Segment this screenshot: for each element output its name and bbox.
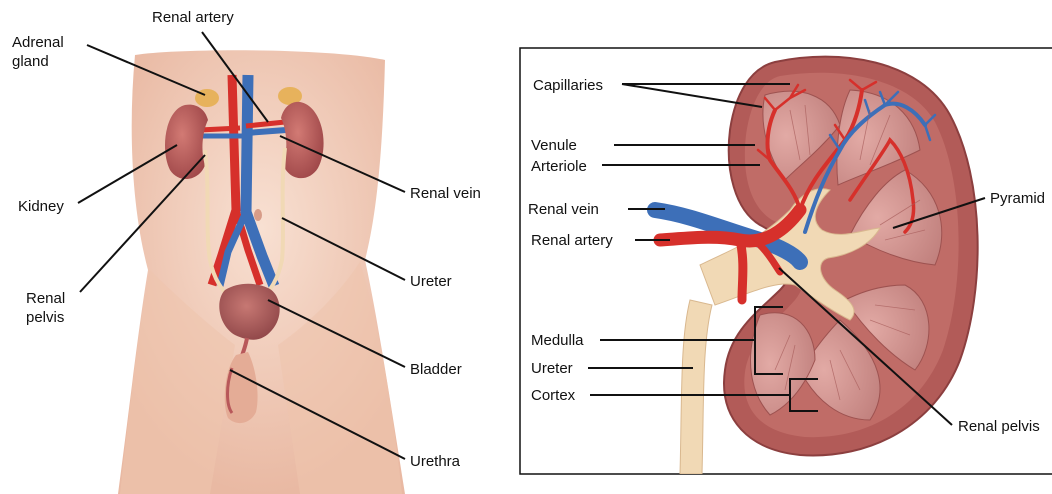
label-renal-artery-right: Renal artery — [531, 232, 613, 249]
label-urethra: Urethra — [410, 453, 461, 470]
label-renal-artery-left: Renal artery — [152, 9, 234, 26]
human-body-illustration — [118, 50, 405, 494]
label-bladder: Bladder — [410, 361, 462, 378]
label-renal-pelvis-line1: Renal — [26, 290, 65, 307]
label-venule: Venule — [531, 137, 577, 154]
label-pyramid: Pyramid — [990, 190, 1045, 207]
label-renal-vein-right: Renal vein — [528, 201, 599, 218]
label-ureter-right: Ureter — [531, 360, 573, 377]
label-renal-pelvis-line2: pelvis — [26, 309, 64, 326]
label-renal-vein-left: Renal vein — [410, 185, 481, 202]
label-arteriole: Arteriole — [531, 158, 587, 175]
label-ureter-left: Ureter — [410, 273, 452, 290]
label-adrenal-gland-line2: gland — [12, 53, 49, 70]
label-cortex: Cortex — [531, 387, 576, 404]
label-medulla: Medulla — [531, 332, 584, 349]
label-capillaries: Capillaries — [533, 77, 603, 94]
label-kidney: Kidney — [18, 198, 64, 215]
label-renal-pelvis-right: Renal pelvis — [958, 418, 1040, 435]
label-adrenal-gland-line1: Adrenal — [12, 34, 64, 51]
